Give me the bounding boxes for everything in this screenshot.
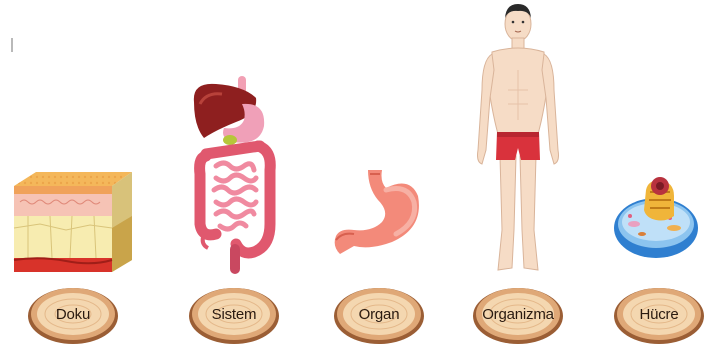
label-organizma: Organizma (471, 282, 565, 346)
label-sistem-text: Sistem (187, 282, 281, 346)
tissue-image (10, 168, 136, 276)
label-sistem: Sistem (187, 282, 281, 346)
digestive-system-image (186, 74, 278, 278)
label-hucre-text: Hücre (612, 282, 706, 346)
label-organ: Organ (332, 282, 426, 346)
label-organ-text: Organ (332, 282, 426, 346)
label-doku-text: Doku (26, 282, 120, 346)
human-body-image (470, 0, 566, 280)
stomach-image (330, 166, 424, 264)
label-doku: Doku (26, 282, 120, 346)
label-organizma-text: Organizma (471, 282, 565, 346)
edge-mark (11, 38, 13, 52)
animal-cell-image (608, 172, 704, 268)
label-hucre: Hücre (612, 282, 706, 346)
